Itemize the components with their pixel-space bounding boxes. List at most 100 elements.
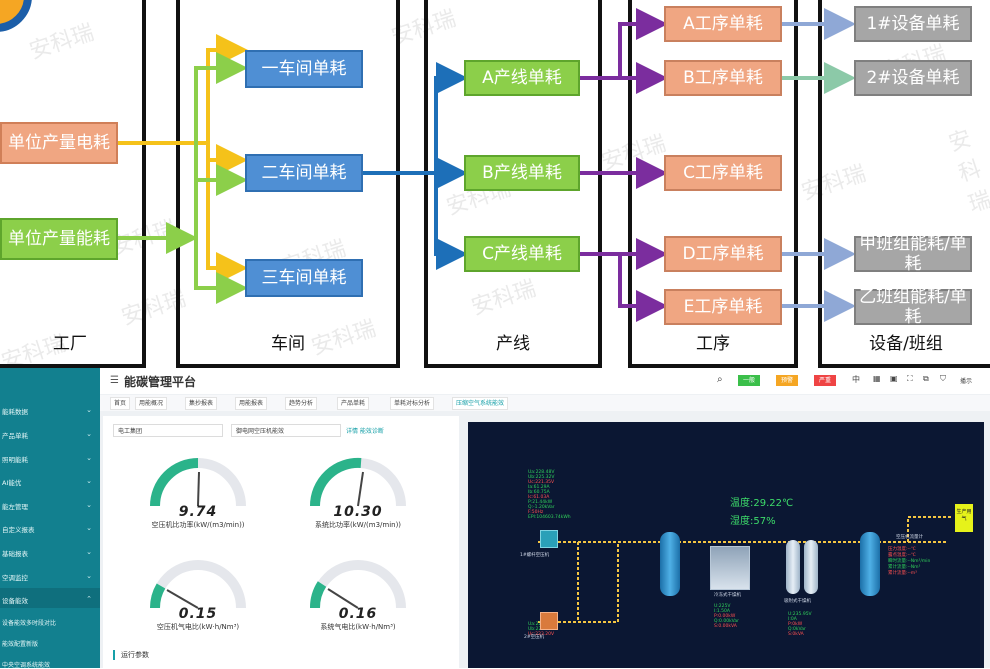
fullscreen-icon[interactable]: ⛶ bbox=[907, 374, 913, 383]
detail-links[interactable]: 详情 能效诊断 bbox=[346, 428, 384, 435]
node-workshop-1: 一车间单耗 bbox=[245, 50, 363, 88]
reading: 压力温度:--℃ bbox=[888, 547, 916, 552]
reading: EPI:104603.74kWh bbox=[528, 515, 571, 520]
reading: P:0kW bbox=[788, 622, 803, 627]
column-line: 产线 bbox=[424, 0, 602, 368]
tab[interactable]: 产品单耗 bbox=[337, 397, 370, 410]
tab[interactable]: 用能概况 bbox=[135, 397, 168, 410]
gauge-compressor-air-ratio bbox=[149, 560, 246, 609]
cold-dryer-label: 冷冻式干燥机 bbox=[714, 593, 741, 598]
humidity-reading: 湿度:57% bbox=[730, 516, 776, 527]
header-bar: ☰ 能碳管理平台 ⌕ 一般 预警 严重 中 ▦ ▣ ⛶ ⧉ ⛉ 播示 bbox=[100, 368, 990, 394]
gauge-value: 10.30 bbox=[333, 504, 383, 520]
node-unit-energy: 单位产量能耗 bbox=[0, 218, 118, 260]
shirt-icon[interactable]: ⛉ bbox=[940, 374, 946, 383]
column-label: 车间 bbox=[271, 334, 305, 354]
gauge-label: 空压机比功率(kW/(m3/min)) bbox=[151, 521, 245, 529]
pipe-network bbox=[538, 516, 953, 623]
reading-column-left: Ua:228.48V Ub:225.32V Uc:221.35V Ia:61.2… bbox=[528, 470, 571, 520]
sidebar-item[interactable]: 照明能耗 bbox=[2, 456, 28, 464]
reading: Ua:228.48V bbox=[528, 470, 555, 475]
production-air-outlet: 生产用气 bbox=[955, 504, 973, 532]
user-label[interactable]: 播示 bbox=[960, 378, 973, 385]
node-team-1: 甲班组能耗/单耗 bbox=[854, 234, 972, 274]
reading-column-mid: U:225V I:1.50A P:0.00kW Q:0.00kVar S:0.0… bbox=[714, 604, 739, 629]
chevron-down-icon: ⌄ bbox=[86, 524, 92, 532]
search-icon[interactable]: ⌕ bbox=[717, 374, 723, 385]
reading-column-mid2: U:235.95V I:0A P:0kW Q:0kVar S:0kVA bbox=[788, 612, 812, 637]
chevron-down-icon: ⌄ bbox=[86, 430, 92, 438]
column-label: 工厂 bbox=[53, 334, 87, 354]
node-process-b: B工序单耗 bbox=[664, 60, 782, 96]
reading: S:0.00kVA bbox=[714, 624, 737, 629]
connector-arrows bbox=[118, 8, 856, 322]
chevron-down-icon: ⌄ bbox=[86, 454, 92, 462]
sidebar-item[interactable]: 产品单耗 bbox=[2, 432, 28, 440]
sidebar-subitem[interactable]: 中央空调系统能效 bbox=[2, 662, 51, 669]
reading: 累计流量:--m³ bbox=[888, 571, 917, 576]
efficiency-panel: 电工集团 御电网空压机能效 详情 能效诊断 9.74 空压机比功率(kW/(m3… bbox=[103, 416, 459, 668]
tab[interactable]: 用能报表 bbox=[235, 397, 268, 410]
chevron-up-icon: ⌃ bbox=[86, 595, 92, 603]
tab[interactable]: 单耗对标分析 bbox=[390, 397, 435, 410]
sidebar-item[interactable]: AI能优 bbox=[2, 479, 22, 487]
air-tank-icon bbox=[860, 532, 880, 596]
chevron-down-icon: ⌄ bbox=[86, 572, 92, 580]
sidebar-item[interactable]: 空调监控 bbox=[2, 574, 28, 582]
temperature-reading: 温度:29.22℃ bbox=[730, 498, 794, 509]
chevron-down-icon: ⌄ bbox=[86, 548, 92, 556]
reading: Ib:60.75A bbox=[528, 490, 550, 495]
chevron-down-icon: ⌄ bbox=[86, 501, 92, 509]
energy-hierarchy-diagram: 安科瑞 安科瑞 安科瑞 安科瑞 安科瑞 安科瑞 安科瑞 安科瑞 安科瑞 安科瑞 … bbox=[0, 0, 990, 375]
node-unit-power: 单位产量电耗 bbox=[0, 122, 118, 164]
sidebar-item-active[interactable]: 设备能效 bbox=[2, 597, 28, 605]
sidebar-active-bg bbox=[0, 588, 100, 608]
tab-active[interactable]: 压缩空气系统能效 bbox=[452, 397, 509, 410]
screen-icon[interactable]: ▣ bbox=[890, 374, 898, 383]
reading: 露点温度:--℃ bbox=[888, 553, 916, 558]
reading: Q:0.00kVar bbox=[714, 619, 740, 624]
gauge-label: 空压机气电比(kW·h/Nm³) bbox=[156, 623, 240, 631]
compressor-1-label: 1#螺杆空压机 bbox=[520, 553, 550, 558]
gauge-system-power bbox=[309, 457, 406, 507]
group-select[interactable]: 电工集团 bbox=[113, 424, 223, 437]
menu-icon[interactable]: ☰ bbox=[110, 375, 119, 386]
sidebar-subitem[interactable]: 能效配置新版 bbox=[2, 641, 39, 648]
flowmeter-label: 空压机流量计 bbox=[896, 535, 923, 540]
gauge-system-air-ratio bbox=[310, 560, 406, 609]
sidebar-item[interactable]: 能左管理 bbox=[2, 503, 28, 511]
gauge-value: 9.74 bbox=[178, 504, 218, 520]
reading: I:1.50A bbox=[714, 609, 730, 614]
sidebar-item[interactable]: 自定义报表 bbox=[2, 526, 35, 534]
tab[interactable]: 集抄报表 bbox=[185, 397, 218, 410]
sidebar-item[interactable]: 能耗数据 bbox=[2, 408, 28, 416]
grid-icon[interactable]: ▦ bbox=[873, 374, 881, 383]
gauge-label: 系统比功率(kW/(m3/min)) bbox=[314, 521, 402, 529]
reading: Uc:221.35V bbox=[528, 480, 555, 485]
alarm-general-button[interactable]: 一般 bbox=[738, 375, 760, 386]
reading: U:235.95V bbox=[788, 612, 812, 617]
node-line-a: A产线单耗 bbox=[464, 60, 580, 96]
node-line-c: C产线单耗 bbox=[464, 236, 580, 272]
system-select[interactable]: 御电网空压机能效 bbox=[231, 424, 341, 437]
reading: P:21.44kW bbox=[528, 500, 553, 505]
node-equipment-2: 2#设备单耗 bbox=[854, 60, 972, 96]
section-marker bbox=[113, 650, 115, 660]
compressor-2-label: 2#空压机 bbox=[524, 635, 545, 640]
sidebar-item[interactable]: 基础报表 bbox=[2, 550, 28, 558]
column-label: 设备/班组 bbox=[869, 334, 943, 354]
column-workshop: 车间 bbox=[176, 0, 400, 368]
alarm-severe-button[interactable]: 严重 bbox=[814, 375, 836, 386]
sidebar: 能耗数据 ⌄ 产品单耗 ⌄ 照明能耗 ⌄ AI能优 ⌄ 能左管理 ⌄ 自定义报表… bbox=[0, 368, 100, 669]
alarm-warning-button[interactable]: 预警 bbox=[776, 375, 798, 386]
tab-home[interactable]: 首页 bbox=[110, 397, 131, 410]
copy-icon[interactable]: ⧉ bbox=[923, 374, 929, 383]
reading: I:0A bbox=[788, 617, 797, 622]
reading: P:0.00kW bbox=[714, 614, 736, 619]
reading: Q:0kVar bbox=[788, 627, 806, 632]
tab[interactable]: 趋势分析 bbox=[285, 397, 318, 410]
language-icon[interactable]: 中 bbox=[852, 375, 860, 384]
sidebar-subitem[interactable]: 设备能效多时段对比 bbox=[2, 620, 57, 627]
node-line-b: B产线单耗 bbox=[464, 155, 580, 191]
reading: Ic:61.03A bbox=[528, 495, 550, 500]
